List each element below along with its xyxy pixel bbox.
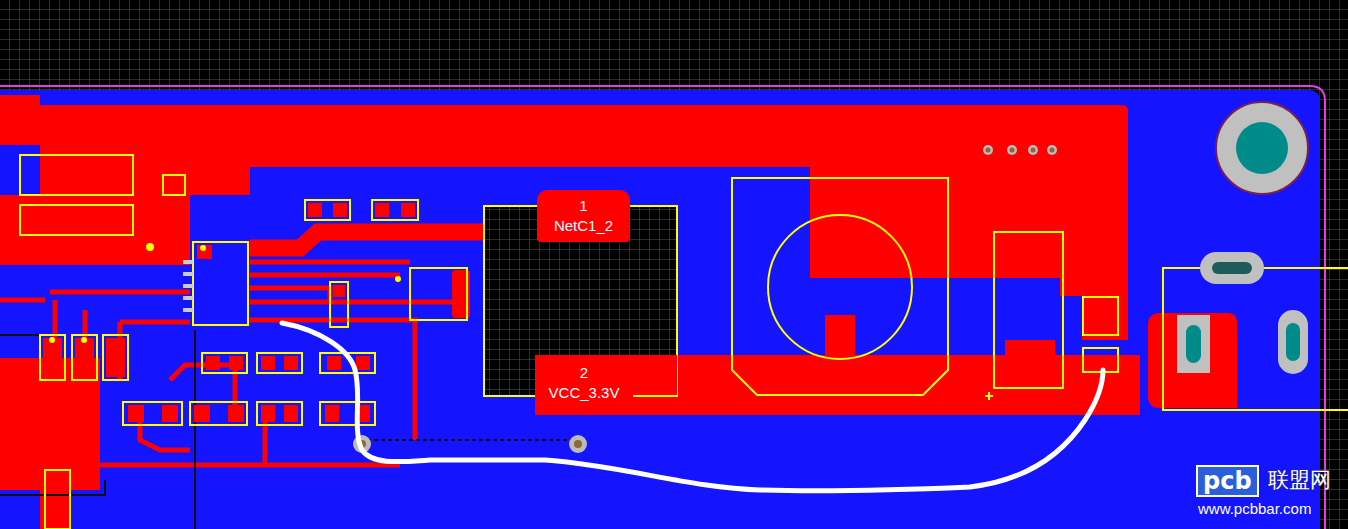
connector-pad xyxy=(1200,252,1264,284)
net-pad: 1NetC1_2 xyxy=(537,190,630,242)
copper-stub xyxy=(825,315,855,360)
polarity-mark xyxy=(985,392,993,400)
copper-pour xyxy=(535,355,1140,415)
connector-outline xyxy=(1163,268,1348,410)
connector-pad xyxy=(1286,323,1300,361)
traces xyxy=(0,262,470,465)
copper-pour xyxy=(0,95,40,145)
pin-number: 2 xyxy=(580,363,588,383)
board-outline xyxy=(0,86,1325,529)
connector-pad xyxy=(1278,310,1308,374)
net-name: VCC_3.3V xyxy=(549,383,620,403)
copper-stub xyxy=(1005,340,1055,358)
pin-number: 1 xyxy=(579,196,587,216)
net-pad: 2VCC_3.3V xyxy=(535,355,633,411)
pad-outline xyxy=(1083,297,1118,335)
watermark-url: www.pcbbar.com xyxy=(1198,500,1311,518)
copper-pad xyxy=(1148,313,1237,408)
copper-pour xyxy=(0,358,100,529)
pin-marks xyxy=(49,243,401,343)
capacitor-outline xyxy=(732,178,948,395)
watermark-text: 联盟网 xyxy=(1268,465,1331,495)
ic-pins xyxy=(183,260,193,312)
bottom-copper xyxy=(0,90,1320,529)
capacitor-outline xyxy=(768,215,912,359)
connector-pad xyxy=(1212,262,1252,274)
watermark-logo: pcb xyxy=(1196,465,1259,497)
pad-outlines xyxy=(20,155,467,529)
vias xyxy=(353,145,1057,453)
copper-pour xyxy=(0,195,190,265)
annotation-stroke xyxy=(282,323,1103,491)
via-holes xyxy=(358,148,1055,449)
capacitor-outline xyxy=(994,232,1063,388)
mounting-hole xyxy=(1236,122,1288,174)
connector-pad xyxy=(1177,315,1210,373)
connector-pad xyxy=(1186,325,1201,363)
mounting-hole xyxy=(1216,102,1308,194)
net-name: NetC1_2 xyxy=(554,216,613,236)
pad-outline xyxy=(1083,348,1118,372)
